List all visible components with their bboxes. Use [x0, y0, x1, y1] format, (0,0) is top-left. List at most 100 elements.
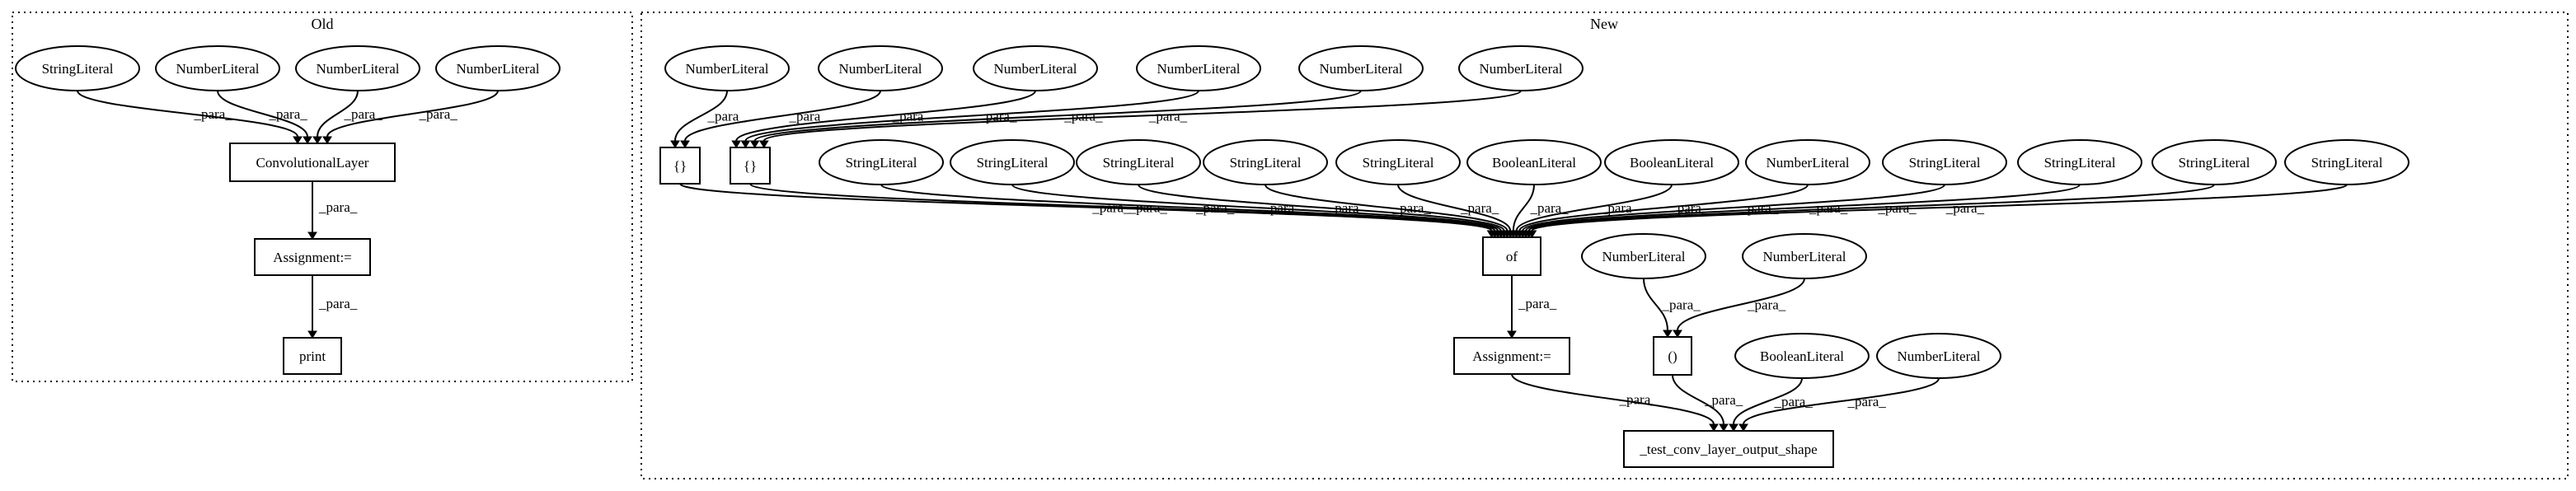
edge-label: _para_ — [1619, 392, 1659, 408]
edge-label: _para_ — [1148, 109, 1188, 124]
node-label: _test_conv_layer_output_shape — [1639, 442, 1817, 457]
node-ellipse — [1581, 233, 1706, 279]
edge-line — [679, 183, 1493, 231]
edge-line — [1397, 184, 1512, 231]
arrowhead — [1729, 423, 1738, 432]
arrowhead — [1738, 423, 1748, 432]
node-label: BooleanLiteral — [1760, 348, 1844, 364]
edge-line — [762, 90, 1522, 142]
edge-line — [317, 90, 359, 138]
edge-line — [1524, 184, 2081, 231]
node-label: BooleanLiteral — [1492, 155, 1576, 171]
arrowhead — [1709, 423, 1719, 432]
node-label: NumberLiteral — [176, 61, 259, 77]
arrowhead — [749, 140, 760, 148]
node-n_sl7: StringLiteral — [2017, 139, 2142, 185]
node-label: Assignment:= — [1472, 348, 1551, 364]
edge-label: _para_ — [194, 106, 233, 122]
node-ellipse — [818, 45, 943, 91]
node-n_sl8: StringLiteral — [2151, 139, 2277, 185]
node-label: NumberLiteral — [1157, 61, 1240, 77]
node-ellipse — [1458, 45, 1584, 91]
edge-line — [1743, 377, 1940, 425]
node-ellipse — [950, 139, 1075, 185]
node-ellipse — [1076, 139, 1201, 185]
edge-line — [77, 90, 298, 138]
edge-label: _para_ — [318, 296, 358, 311]
arrowhead — [758, 140, 769, 148]
edge-n_nl2-to-n_br1: _para_ — [680, 90, 881, 148]
edge-label: _para_ — [419, 106, 458, 122]
arrowhead — [1527, 230, 1537, 238]
edge-n_par-to-n_test: _para_ — [1672, 374, 1743, 432]
node-label: of — [1506, 249, 1518, 264]
edge-n_nl9-to-n_par: _para_ — [1673, 278, 1805, 338]
edge-o_conv-to-o_assign: _para_ — [307, 180, 358, 240]
node-box — [283, 337, 342, 375]
edge-line — [1733, 377, 1803, 425]
node-n_bl2: BooleanLiteral — [1604, 139, 1739, 185]
edge-line — [1527, 184, 2215, 231]
arrowhead — [1719, 423, 1729, 432]
arrowhead — [731, 140, 742, 148]
node-n_nl8: NumberLiteral — [1581, 233, 1706, 279]
arrowhead — [1507, 330, 1517, 339]
edge-n_of-to-n_assign: _para_ — [1507, 275, 1557, 339]
edge-line — [1518, 184, 1809, 231]
node-n_sl9: StringLiteral — [2284, 139, 2409, 185]
edge-n_assign-to-n_test: _para_ — [1511, 373, 1719, 432]
node-n_nl1: NumberLiteral — [664, 45, 790, 91]
edge-label: _para_ — [707, 109, 747, 124]
node-box — [1623, 430, 1834, 468]
node-label: StringLiteral — [1363, 155, 1434, 171]
node-ellipse — [1298, 45, 1424, 91]
arrowhead — [670, 140, 680, 148]
edge-line — [217, 90, 308, 138]
arrowhead — [293, 136, 303, 144]
edge-line — [1011, 184, 1502, 231]
edge-n_sl8-to-n_of: _para_ — [1523, 184, 2215, 238]
edge-label: _para_ — [1662, 297, 1701, 313]
cluster-new-title: New — [1590, 16, 1618, 32]
arrowhead — [680, 140, 690, 148]
node-label: NumberLiteral — [1897, 348, 1980, 364]
node-n_sl4: StringLiteral — [1203, 139, 1328, 185]
edge-line — [1138, 184, 1505, 231]
node-box — [659, 147, 701, 185]
edge-line — [684, 90, 881, 142]
arrowhead — [307, 330, 317, 339]
node-n_test: _test_conv_layer_output_shape — [1623, 430, 1834, 468]
node-label: NumberLiteral — [1766, 155, 1849, 171]
edge-label: _para_ — [1063, 109, 1103, 124]
node-label: StringLiteral — [1909, 155, 1981, 171]
edge-line — [753, 90, 1362, 142]
node-label: NumberLiteral — [685, 61, 768, 77]
arrowhead — [1673, 330, 1682, 338]
node-ellipse — [155, 45, 280, 91]
node-label: NumberLiteral — [993, 61, 1077, 77]
node-ellipse — [1466, 139, 1602, 185]
arrowhead — [307, 231, 317, 240]
cluster-new-border — [640, 12, 2569, 479]
edge-n_sl9-to-n_of: _para_ — [1527, 184, 2348, 238]
node-n_bl1: BooleanLiteral — [1466, 139, 1602, 185]
edge-label: _para_ — [1529, 200, 1569, 216]
edge-label: _para_ — [1747, 297, 1786, 313]
edge-label: _para_ — [269, 106, 308, 122]
edge-n_nl8-to-n_par: _para_ — [1643, 278, 1701, 338]
cluster-old-title: Old — [312, 16, 334, 32]
edge-label: _para_ — [789, 109, 828, 124]
node-label: () — [1668, 348, 1677, 364]
node-ellipse — [1335, 139, 1461, 185]
edge-line — [1531, 184, 2348, 231]
arrowhead — [303, 136, 312, 144]
edge-label: _para_ — [1518, 296, 1557, 311]
node-n_nl3: NumberLiteral — [973, 45, 1098, 91]
edge-line — [1643, 278, 1668, 331]
edge-line — [674, 90, 728, 142]
edge-line — [1511, 373, 1715, 425]
edge-line — [1512, 184, 1535, 231]
edge-label: _para_ — [344, 106, 383, 122]
node-n_par: () — [1653, 336, 1692, 376]
